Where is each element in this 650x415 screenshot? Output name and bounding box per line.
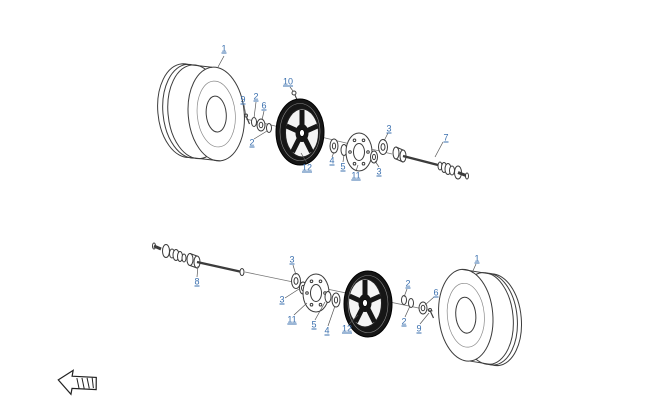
brake-disc-icon xyxy=(302,273,330,313)
callout-washer-bottom-c[interactable]: 5 xyxy=(311,319,317,330)
callout-wheel-rim-top[interactable]: 12 xyxy=(301,162,313,173)
callout-brake-disc-top[interactable]: 11 xyxy=(351,170,361,181)
assembly-top xyxy=(157,63,469,180)
callout-washer-top-c[interactable]: 5 xyxy=(340,161,346,172)
assembly-bottom xyxy=(152,242,522,367)
brake-disc-icon xyxy=(345,132,373,172)
callout-ring-top-a[interactable]: 3 xyxy=(386,123,392,134)
wheel-rim-icon xyxy=(343,270,393,338)
callout-washer-top-a[interactable]: 2 xyxy=(253,91,259,102)
tire-icon xyxy=(438,268,522,367)
callout-ring-bottom-b[interactable]: 3 xyxy=(279,294,285,305)
wheel-rim-icon xyxy=(275,98,325,166)
washer-icon xyxy=(266,123,272,133)
washer-icon xyxy=(324,291,332,303)
tire-icon xyxy=(157,63,245,162)
callout-spacer-top[interactable]: 4 xyxy=(329,155,335,166)
callout-cotter-pin-bottom[interactable]: 9 xyxy=(416,323,422,334)
hub-bolt-icon xyxy=(291,90,298,102)
castle-nut-icon xyxy=(418,301,428,315)
cotter-pin-icon xyxy=(428,308,435,319)
callout-hub-bolt[interactable]: 10 xyxy=(282,76,294,87)
callout-spacer-bottom[interactable]: 4 xyxy=(324,325,330,336)
bearing-ring-icon xyxy=(370,150,378,164)
washer-icon xyxy=(251,117,257,127)
washer-icon xyxy=(408,298,414,308)
callout-washer-bottom-a[interactable]: 2 xyxy=(405,278,411,289)
castle-nut-icon xyxy=(256,118,266,132)
bearing-ring-icon xyxy=(291,273,301,289)
callout-drive-shaft-top[interactable]: 7 xyxy=(443,132,449,143)
callout-washer-bottom-b[interactable]: 2 xyxy=(401,316,407,327)
spacer-icon xyxy=(331,292,341,308)
leader-lines xyxy=(196,55,477,327)
callout-ring-bottom-a[interactable]: 3 xyxy=(289,254,295,265)
callout-tire-top[interactable]: 1 xyxy=(221,43,227,54)
drive-shaft-icon xyxy=(152,242,245,276)
callout-cotter-pin-top[interactable]: 9 xyxy=(240,94,246,105)
cotter-pin-icon xyxy=(244,113,251,125)
callout-drive-shaft-bottom[interactable]: 8 xyxy=(194,276,200,287)
callout-tire-bottom[interactable]: 1 xyxy=(474,253,480,264)
callout-ring-top-b[interactable]: 3 xyxy=(376,166,382,177)
callout-castle-nut-top[interactable]: 6 xyxy=(261,100,267,111)
callout-wheel-rim-bottom[interactable]: 12 xyxy=(341,323,353,334)
callout-brake-disc-bottom[interactable]: 11 xyxy=(287,314,297,325)
callout-castle-nut-bottom[interactable]: 6 xyxy=(433,287,439,298)
axis-line-bottom xyxy=(244,271,434,312)
drive-shaft-icon xyxy=(392,146,469,180)
washer-icon xyxy=(401,295,407,305)
spacer-icon xyxy=(329,138,339,154)
callout-washer-top-b[interactable]: 2 xyxy=(249,137,255,148)
bearing-ring-icon xyxy=(378,139,388,155)
front-direction-arrow-icon xyxy=(57,369,97,396)
